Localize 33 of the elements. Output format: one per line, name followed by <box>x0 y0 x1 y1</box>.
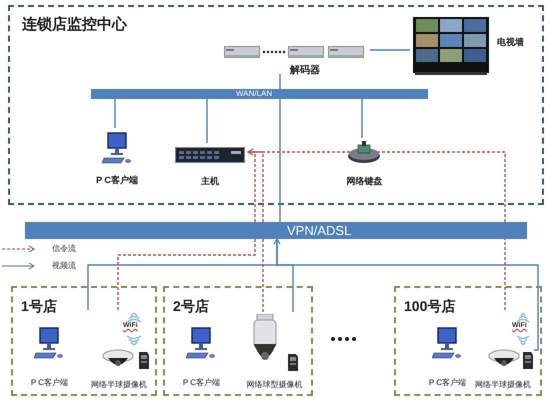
bar-label: VPN/ADSL <box>287 223 352 238</box>
network-bar <box>25 222 527 239</box>
node-label: 网络半球摄像机 <box>474 379 532 390</box>
signal-arrow <box>248 148 264 222</box>
connector-line <box>279 74 281 222</box>
node-label: 电视墙 <box>497 36 524 49</box>
node-label: P C客户端 <box>95 174 139 187</box>
connector-line <box>114 97 116 128</box>
frame-heading: 连锁店监控中心 <box>22 15 127 34</box>
node-label: 网络半球摄像机 <box>90 379 148 390</box>
node-label: P C客户端 <box>182 377 222 388</box>
store-frame <box>163 286 313 396</box>
bar-label: WAN/LAN <box>236 89 272 98</box>
frame-heading: 100号店 <box>404 298 456 316</box>
center-frame <box>8 5 544 205</box>
frame-heading: 2号店 <box>173 298 209 316</box>
node-label: P C客户端 <box>428 377 468 388</box>
legend-label: 视频流 <box>52 260 76 271</box>
node-label: 主机 <box>200 175 220 188</box>
store-frame <box>11 286 157 396</box>
legend-label: 信令流 <box>52 243 76 254</box>
frame-heading: 1号店 <box>21 298 57 316</box>
node-label: 网络键盘 <box>346 175 384 188</box>
node-label: P C客户端 <box>30 377 70 388</box>
store-frame <box>394 286 542 396</box>
node-label: 网络球型摄像机 <box>246 379 304 390</box>
connector-line <box>206 97 208 143</box>
video-arrow <box>274 238 539 351</box>
connector-line <box>361 97 363 138</box>
network-bar <box>91 89 428 99</box>
signal-arrow <box>248 148 506 222</box>
connector-line <box>370 49 410 51</box>
node-label: 解码器 <box>290 64 320 77</box>
